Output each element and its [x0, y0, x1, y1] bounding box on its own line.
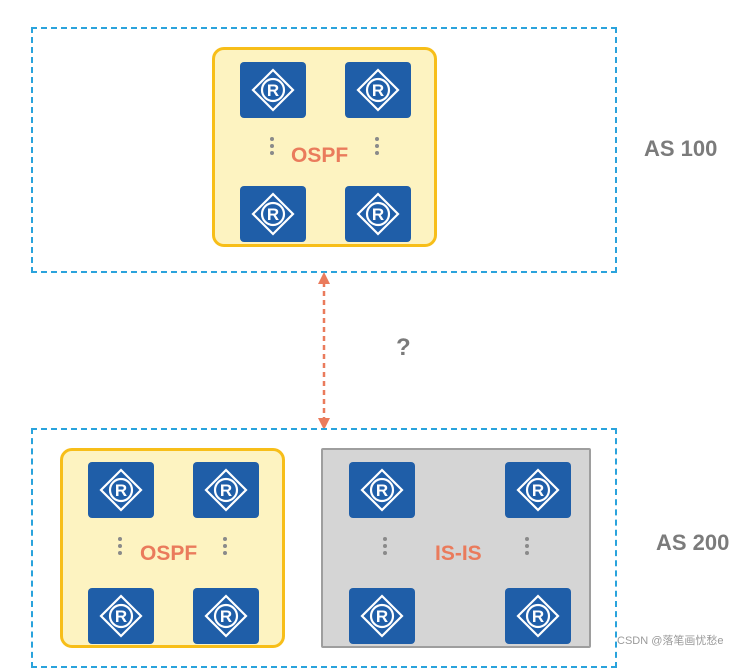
- router-icon: R: [193, 462, 259, 518]
- ellipsis-dots: [375, 137, 379, 158]
- question-mark: ?: [396, 334, 411, 361]
- svg-text:R: R: [115, 607, 127, 626]
- router-icon: R: [240, 62, 306, 118]
- ellipsis-dots: [118, 537, 122, 558]
- ellipsis-dots: [270, 137, 274, 158]
- router-icon: R: [240, 186, 306, 242]
- ospf-area-label: OSPF: [291, 144, 349, 167]
- svg-text:R: R: [532, 481, 544, 500]
- inter-as-link: [318, 272, 330, 430]
- svg-text:R: R: [220, 607, 232, 626]
- router-icon: R: [349, 462, 415, 518]
- ellipsis-dots: [525, 537, 529, 558]
- svg-text:R: R: [376, 607, 388, 626]
- svg-text:R: R: [267, 205, 279, 224]
- svg-text:R: R: [376, 481, 388, 500]
- router-icon: R: [88, 462, 154, 518]
- router-icon: R: [505, 462, 571, 518]
- watermark: CSDN @落笔画忧愁e: [617, 635, 724, 647]
- router-icon: R: [88, 588, 154, 644]
- svg-text:R: R: [115, 481, 127, 500]
- ellipsis-dots: [383, 537, 387, 558]
- svg-text:R: R: [267, 81, 279, 100]
- svg-text:R: R: [532, 607, 544, 626]
- router-icon: R: [193, 588, 259, 644]
- isis-area-label: IS-IS: [435, 542, 482, 565]
- router-icon: R: [505, 588, 571, 644]
- svg-text:R: R: [372, 205, 384, 224]
- svg-text:R: R: [220, 481, 232, 500]
- svg-text:R: R: [372, 81, 384, 100]
- ospf-area-label: OSPF: [140, 542, 198, 565]
- router-icon: R: [345, 186, 411, 242]
- ellipsis-dots: [223, 537, 227, 558]
- router-icon: R: [345, 62, 411, 118]
- router-icon: R: [349, 588, 415, 644]
- as-100-label: AS 100: [644, 136, 718, 161]
- as-200-label: AS 200: [656, 530, 730, 555]
